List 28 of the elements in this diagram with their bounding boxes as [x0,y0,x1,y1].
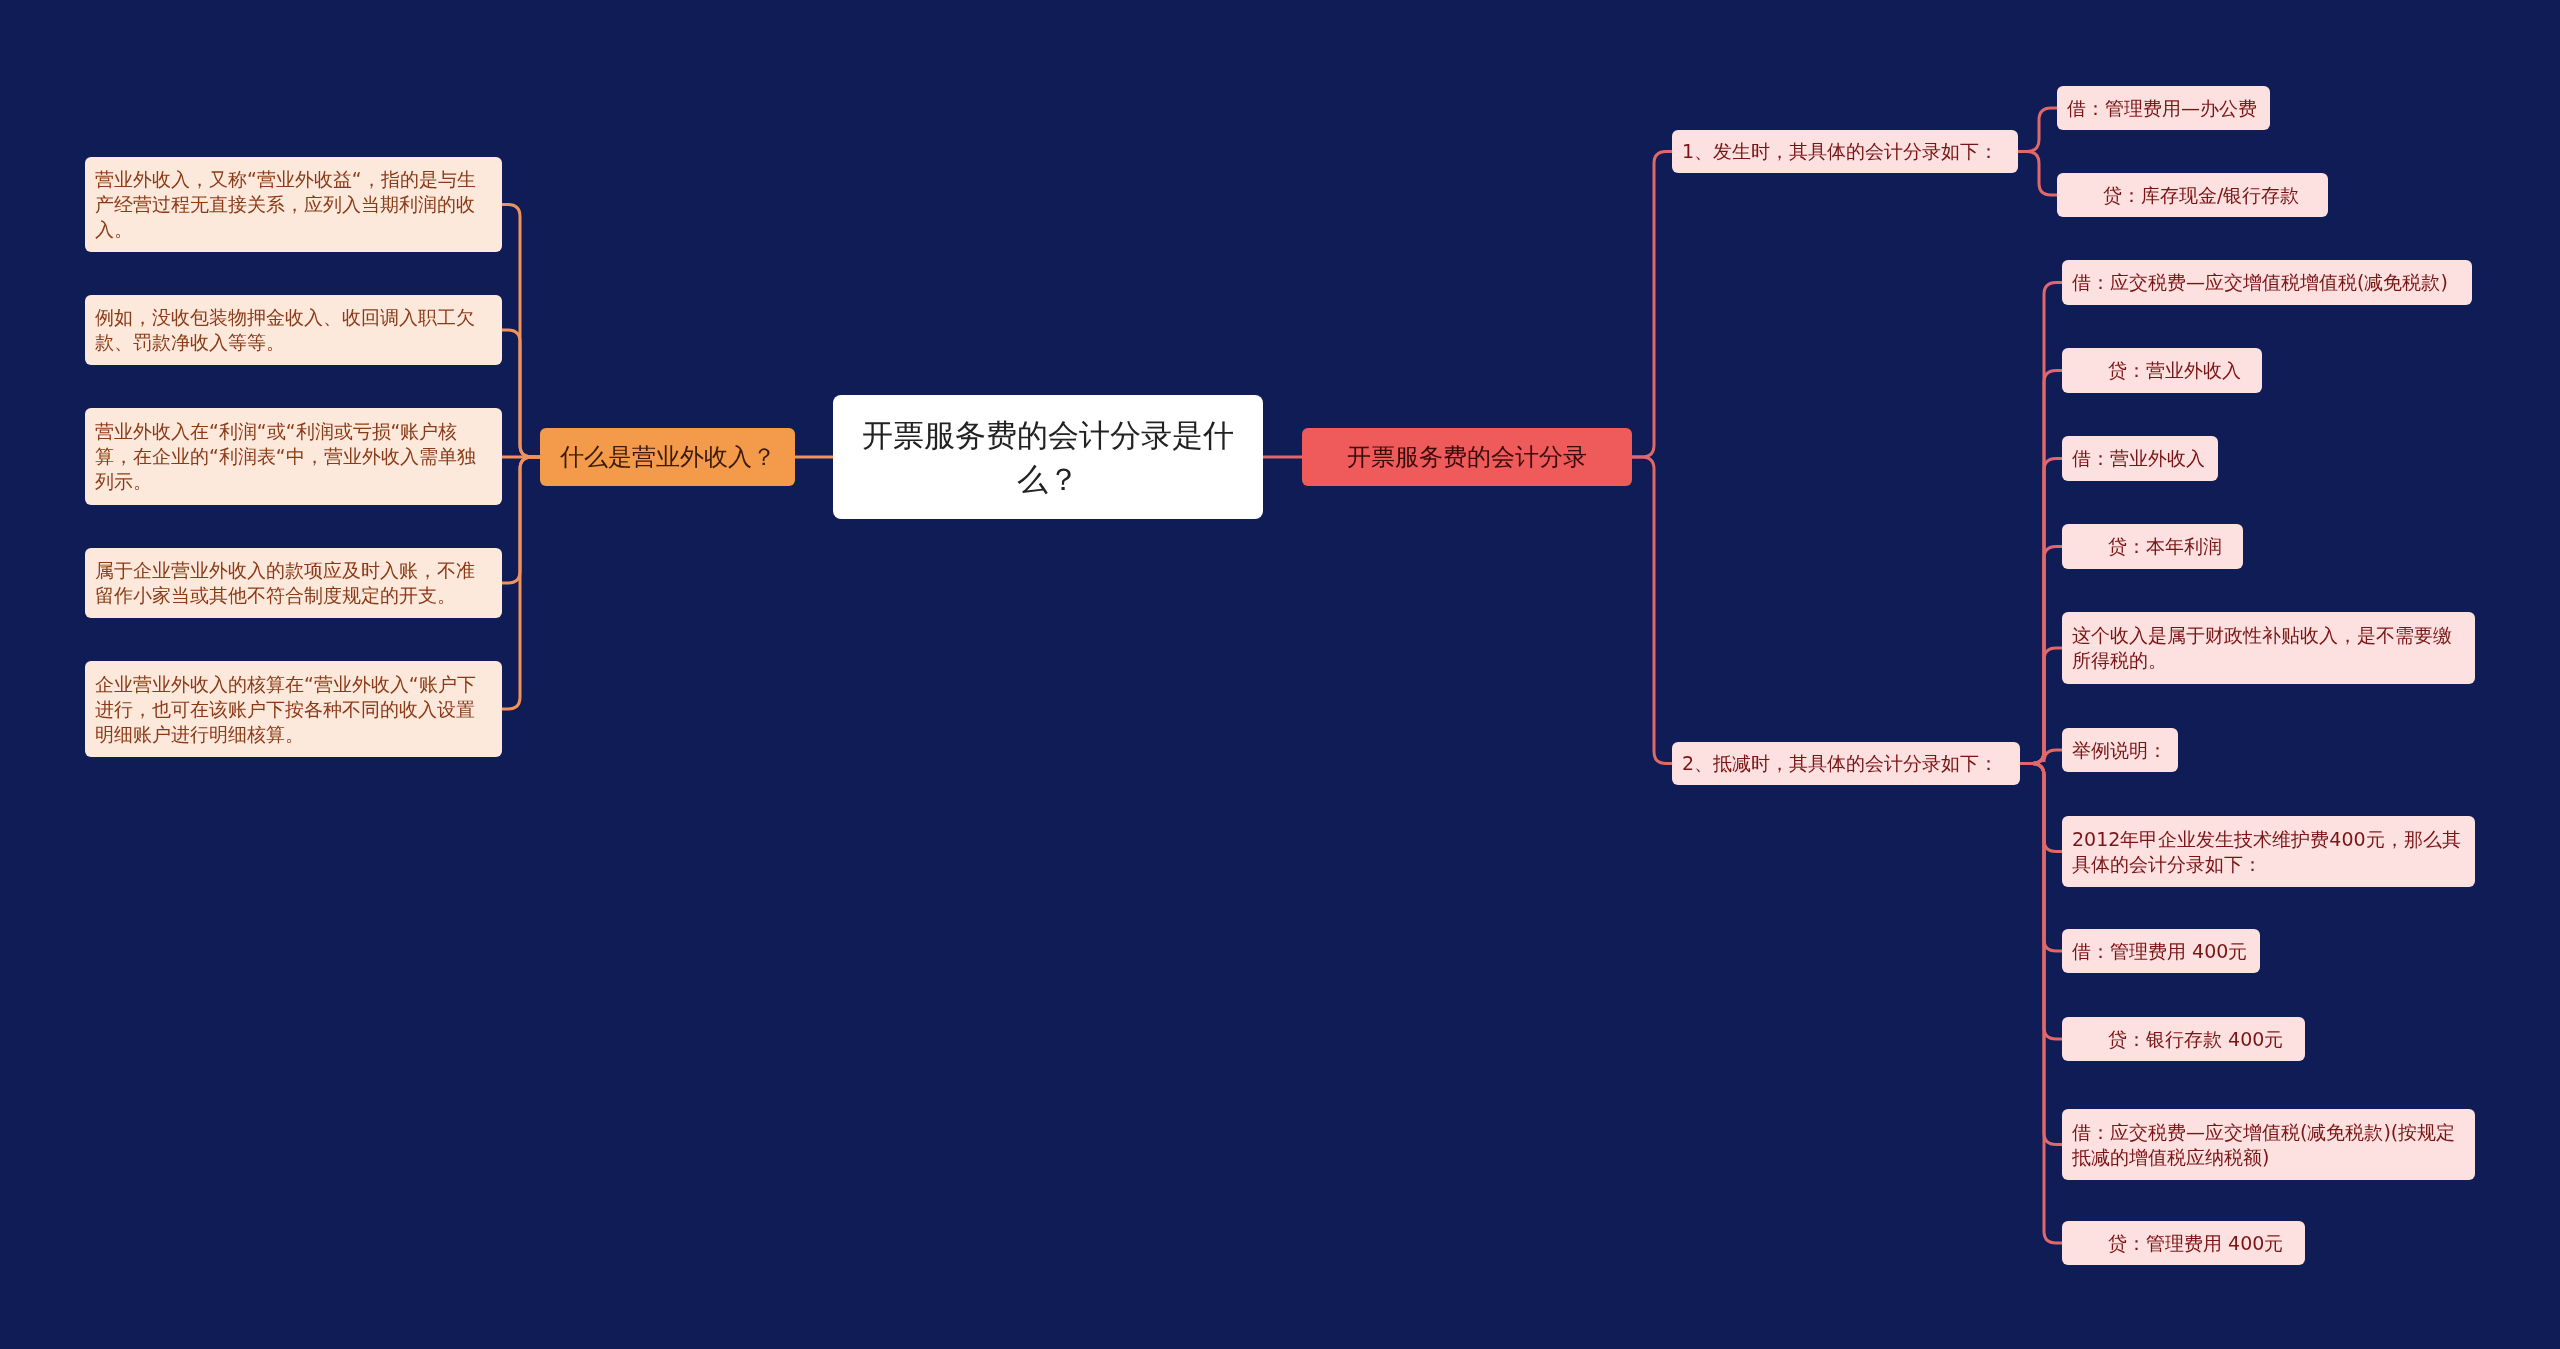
leaf-topic: 1、发生时，其具体的会计分录如下： [1672,130,2018,173]
leaf-topic: 举例说明： [2062,728,2178,772]
leaf-topic: 借：应交税费—应交增值税增值税(减免税款) [2062,260,2472,305]
connector-line [2018,150,2057,197]
connector-line [795,455,833,459]
leaf-topic: 借：营业外收入 [2062,436,2218,481]
leaf-topic: 营业外收入在“利润“或“利润或亏损“账户核算，在企业的“利润表“中，营业外收入需单独列示。 [85,408,502,505]
leaf-topic: 借：管理费用—办公费 [2057,86,2270,130]
connector-line [2020,762,2062,1245]
connector-line [1263,455,1302,459]
leaf-topic: 贷：银行存款 400元 [2062,1017,2305,1061]
leaf-topic: 借：应交税费—应交增值税(减免税款)(按规定抵减的增值税应纳税额) [2062,1109,2475,1180]
leaf-topic: 贷：营业外收入 [2062,348,2262,393]
leaf-topic: 2012年甲企业发生技术维护费400元，那么其具体的会计分录如下： [2062,816,2475,887]
branch-topic: 开票服务费的会计分录 [1302,428,1632,486]
leaf-topic: 贷：管理费用 400元 [2062,1221,2305,1265]
leaf-topic: 2、抵减时，其具体的会计分录如下： [1672,742,2020,785]
branch-topic: 什么是营业外收入？ [540,428,795,486]
leaf-topic: 例如，没收包装物押金收入、收回调入职工欠款、罚款净收入等等。 [85,295,502,365]
leaf-topic: 贷：库存现金/银行存款 [2057,173,2328,217]
root-topic: 开票服务费的会计分录是什么？ [833,395,1263,519]
leaf-topic: 贷：本年利润 [2062,524,2243,569]
connector-line [1632,455,1672,765]
leaf-topic: 属于企业营业外收入的款项应及时入账，不准留作小家当或其他不符合制度规定的开支。 [85,548,502,618]
leaf-topic: 借：管理费用 400元 [2062,929,2260,973]
leaf-topic: 这个收入是属于财政性补贴收入，是不需要缴所得税的。 [2062,612,2475,684]
leaf-topic: 营业外收入，又称“营业外收益“，指的是与生产经营过程无直接关系，应列入当期利润的收入。 [85,157,502,252]
leaf-topic: 企业营业外收入的核算在“营业外收入“账户下进行，也可在该账户下按各种不同的收入设置明细账户进行明细核算。 [85,661,502,757]
